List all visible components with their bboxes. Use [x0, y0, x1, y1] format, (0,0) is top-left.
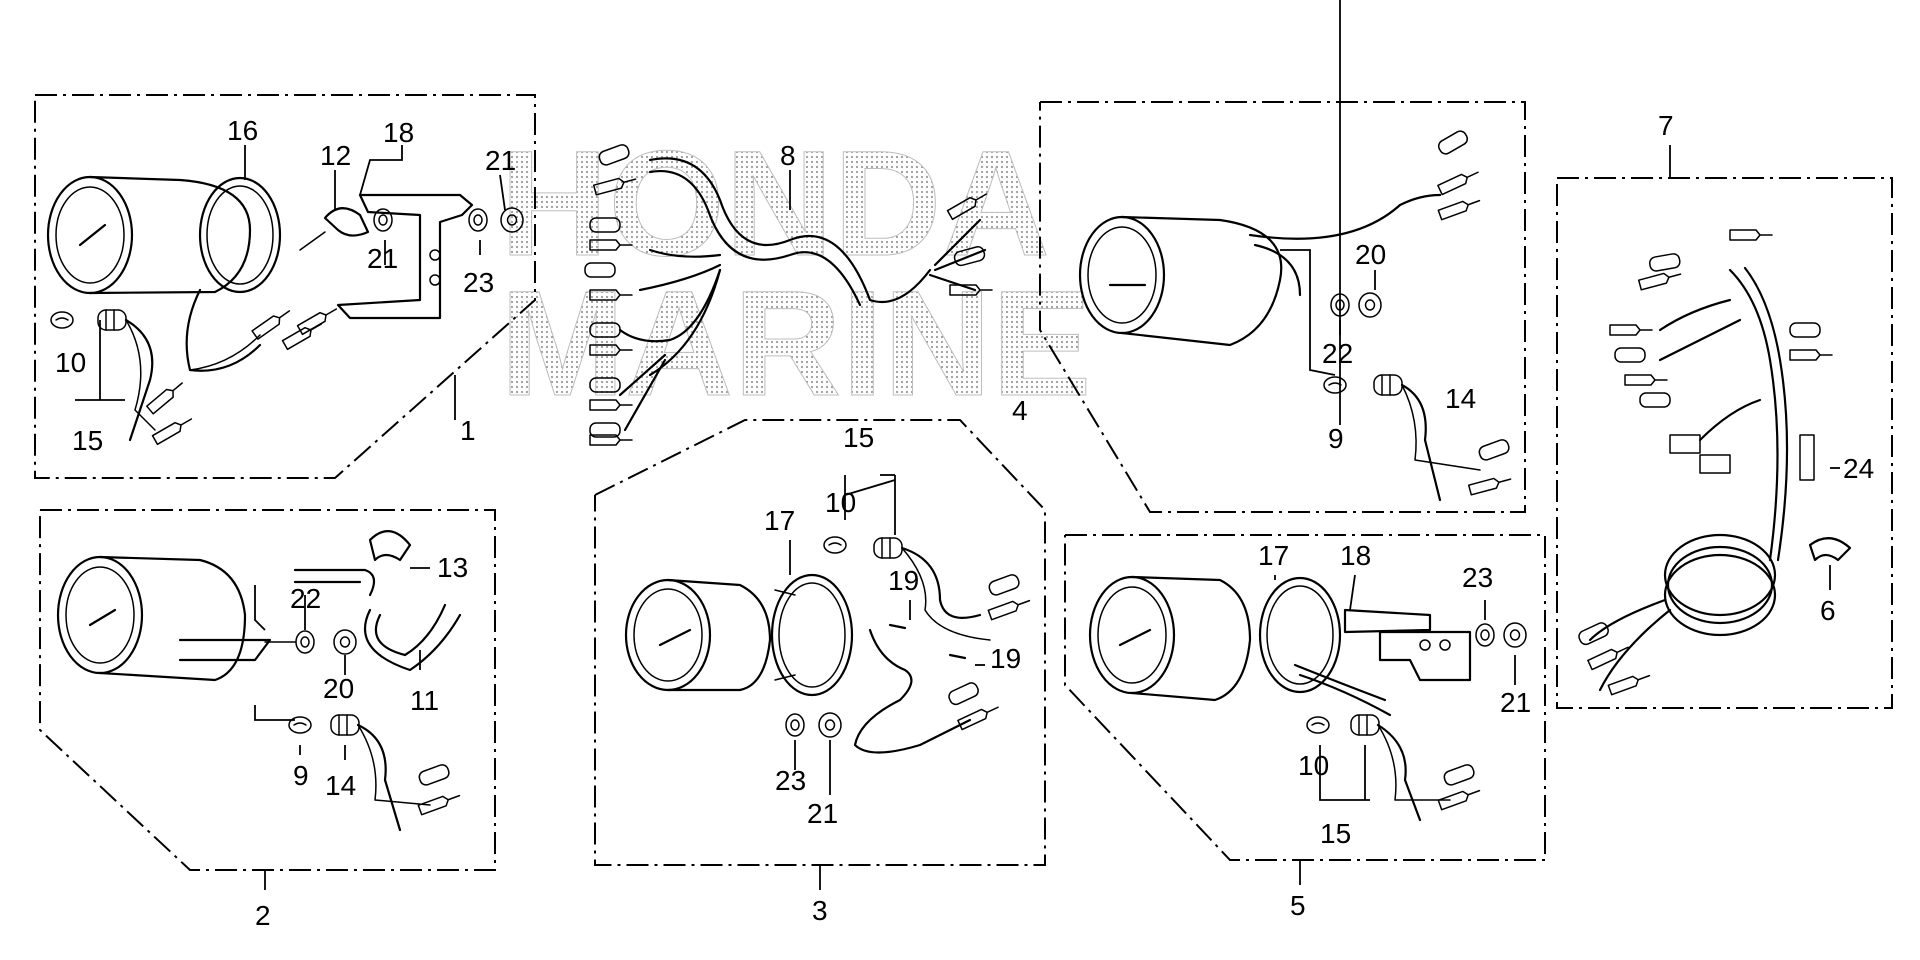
- assembly-group-3: [594, 419, 1046, 890]
- callout-7: 7: [1658, 110, 1674, 141]
- callout-21d: 21: [1500, 687, 1531, 718]
- assembly-group-2: [39, 509, 496, 890]
- callout-16: 16: [227, 115, 258, 146]
- callout-19a: 19: [888, 565, 919, 596]
- assembly-group-1: [34, 94, 536, 479]
- callout-15a: 15: [72, 425, 103, 456]
- callout-14a: 14: [1445, 383, 1476, 414]
- callout-20a: 20: [1355, 239, 1386, 270]
- callout-14b: 14: [325, 770, 356, 801]
- callout-18a: 18: [383, 117, 414, 148]
- callout-20b: 20: [323, 673, 354, 704]
- assembly-group-7: [1556, 145, 1893, 709]
- callout-18b: 18: [1340, 540, 1371, 571]
- callout-10c: 10: [1298, 750, 1329, 781]
- callout-23a: 23: [463, 267, 494, 298]
- callout-13: 13: [437, 552, 468, 583]
- callout-19b: 19: [990, 643, 1021, 674]
- callout-15b: 15: [843, 422, 874, 453]
- callout-21a: 21: [485, 145, 516, 176]
- callout-23b: 23: [775, 765, 806, 796]
- watermark-line-1: HONDA: [500, 119, 1050, 287]
- callout-22b: 22: [290, 583, 321, 614]
- callout-6: 6: [1820, 595, 1836, 626]
- callout-15c: 15: [1320, 818, 1351, 849]
- callout-10b: 10: [825, 487, 856, 518]
- assembly-group-5: [1064, 534, 1546, 885]
- callout-22a: 22: [1322, 338, 1353, 369]
- callout-12: 12: [320, 140, 351, 171]
- callout-2: 2: [255, 900, 271, 931]
- callout-3: 3: [812, 895, 828, 926]
- callout-24: 24: [1843, 453, 1874, 484]
- callout-23c: 23: [1462, 562, 1493, 593]
- callout-9b: 9: [293, 760, 309, 791]
- callout-1: 1: [460, 415, 476, 446]
- callout-8: 8: [780, 140, 796, 171]
- assembly-group-4: [1039, 0, 1526, 513]
- callout-17a: 17: [764, 505, 795, 536]
- callout-21b: 21: [367, 243, 398, 274]
- watermark: HONDA MARINE: [500, 119, 1093, 428]
- callout-9a: 9: [1328, 423, 1344, 454]
- callout-4: 4: [1012, 395, 1028, 426]
- callout-11: 11: [410, 685, 439, 716]
- callout-5: 5: [1290, 890, 1306, 921]
- callout-labels: 1 2 3 4 5 6 7 8 9 9 10 10 10 11 12 13 14…: [55, 110, 1874, 931]
- wire-harness-8: [584, 142, 993, 446]
- callout-21c: 21: [807, 798, 838, 829]
- watermark-line-2: MARINE: [500, 259, 1092, 427]
- callout-10a: 10: [55, 347, 86, 378]
- callout-17b: 17: [1258, 540, 1289, 571]
